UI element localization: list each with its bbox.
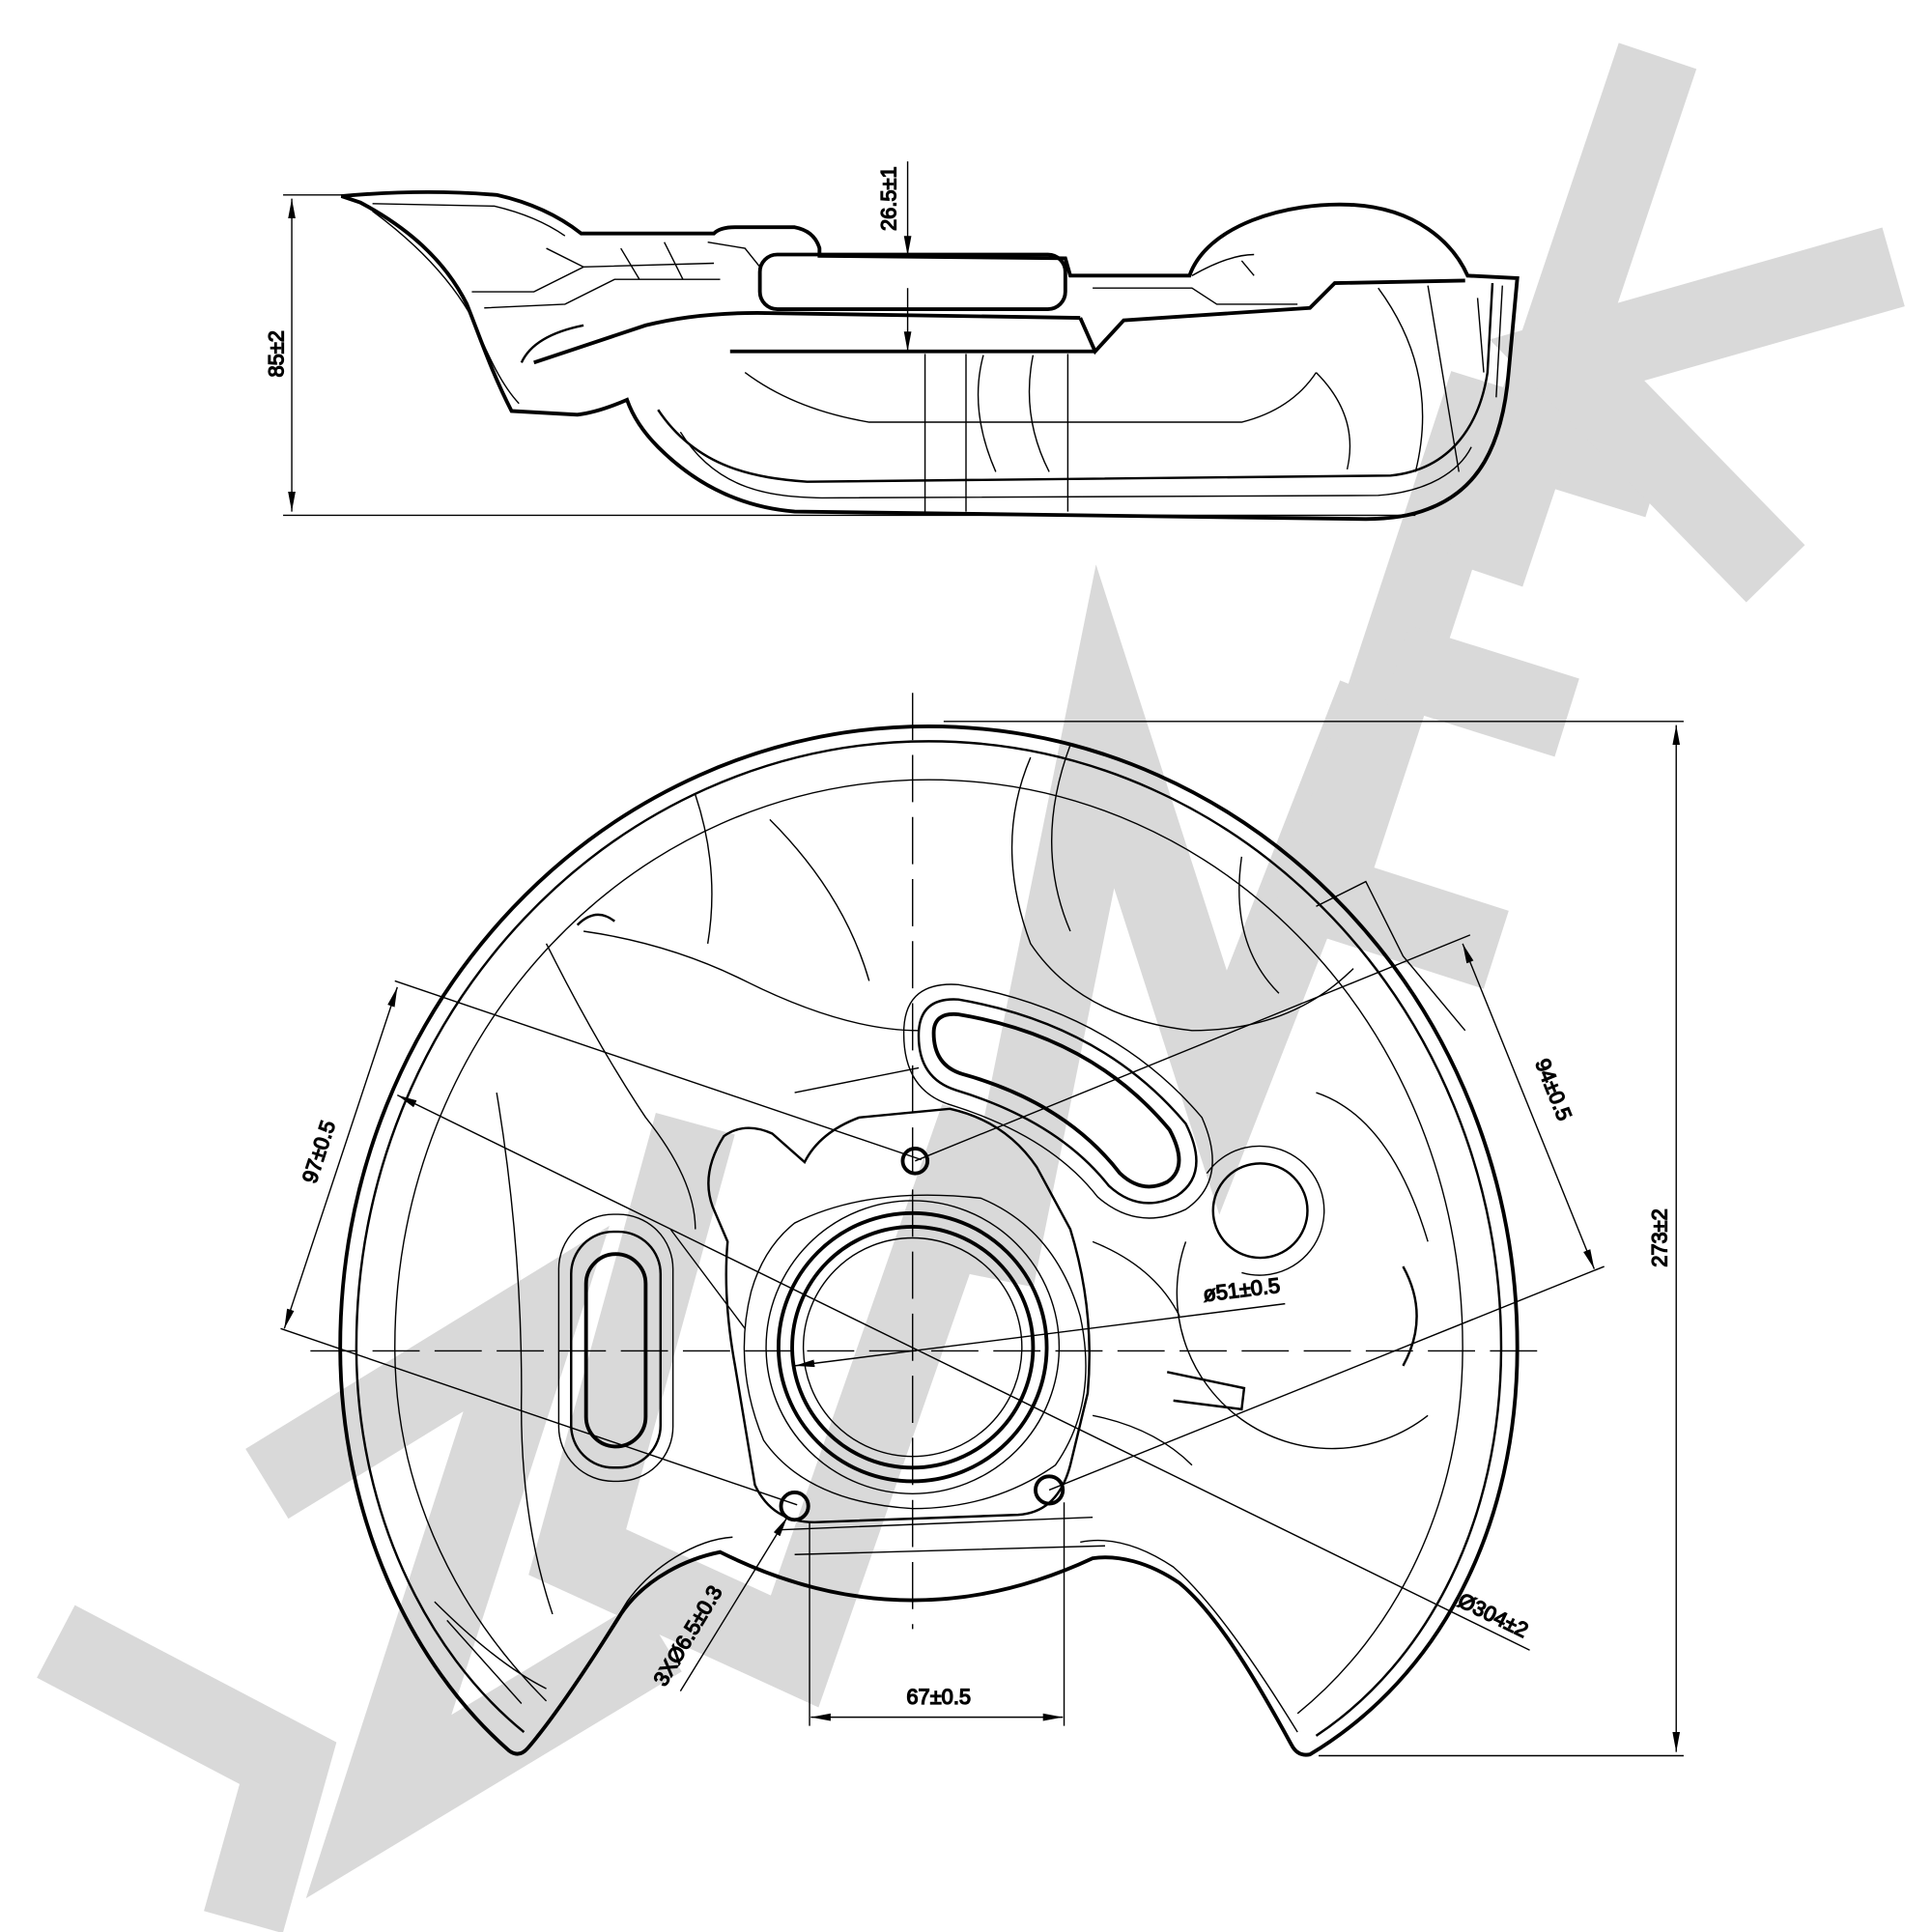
watermark-stroke-e — [1397, 665, 1567, 718]
depth-dimension-label: 26.5±1 — [876, 166, 900, 231]
height-dimension-label: 85±2 — [265, 330, 289, 377]
dim-273-label: 273±2 — [1648, 1208, 1672, 1267]
dim-67-label: 67±0.5 — [906, 1685, 971, 1709]
